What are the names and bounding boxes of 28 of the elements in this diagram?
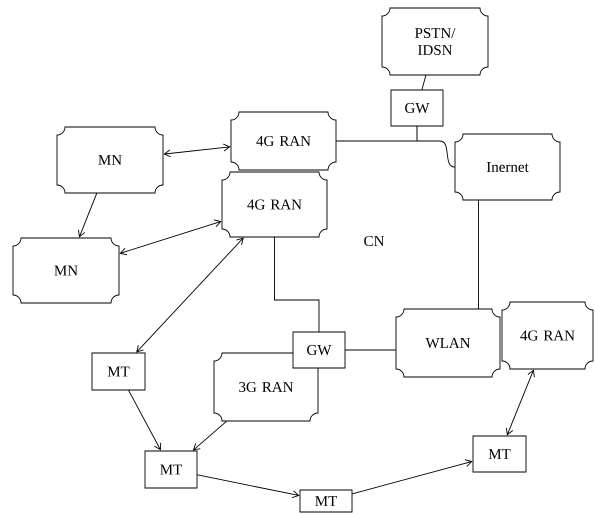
- device-box: GW: [292, 332, 346, 368]
- connector-line: [422, 75, 426, 90]
- connector-line: [416, 126, 455, 168]
- network-box: MN: [12, 238, 120, 304]
- connector-line: [274, 237, 320, 332]
- arrow: [78, 193, 98, 238]
- network-box: MN: [56, 126, 164, 194]
- device-box: MT: [472, 436, 526, 472]
- network-box: 4G RAN: [222, 172, 328, 238]
- arrow: [192, 421, 227, 451]
- network-box: 4G RAN: [230, 112, 336, 170]
- network-box: Inernet: [454, 134, 560, 200]
- device-box: MT: [92, 352, 146, 390]
- device-box: GW: [390, 90, 444, 126]
- arrow: [197, 474, 300, 498]
- network-box: WLAN: [396, 308, 500, 378]
- arrow: [128, 390, 162, 451]
- device-box: MT: [300, 490, 352, 512]
- arrow: [119, 220, 222, 256]
- connector-line: [478, 200, 479, 309]
- device-box: MT: [144, 450, 198, 488]
- arrow: [163, 144, 231, 158]
- arrow: [136, 237, 244, 353]
- network-box: PSTN/ IDSN: [382, 8, 488, 76]
- network-label: CN: [364, 236, 384, 246]
- network-box: 4G RAN: [502, 302, 594, 370]
- arrow: [352, 459, 473, 494]
- arrow: [506, 369, 535, 436]
